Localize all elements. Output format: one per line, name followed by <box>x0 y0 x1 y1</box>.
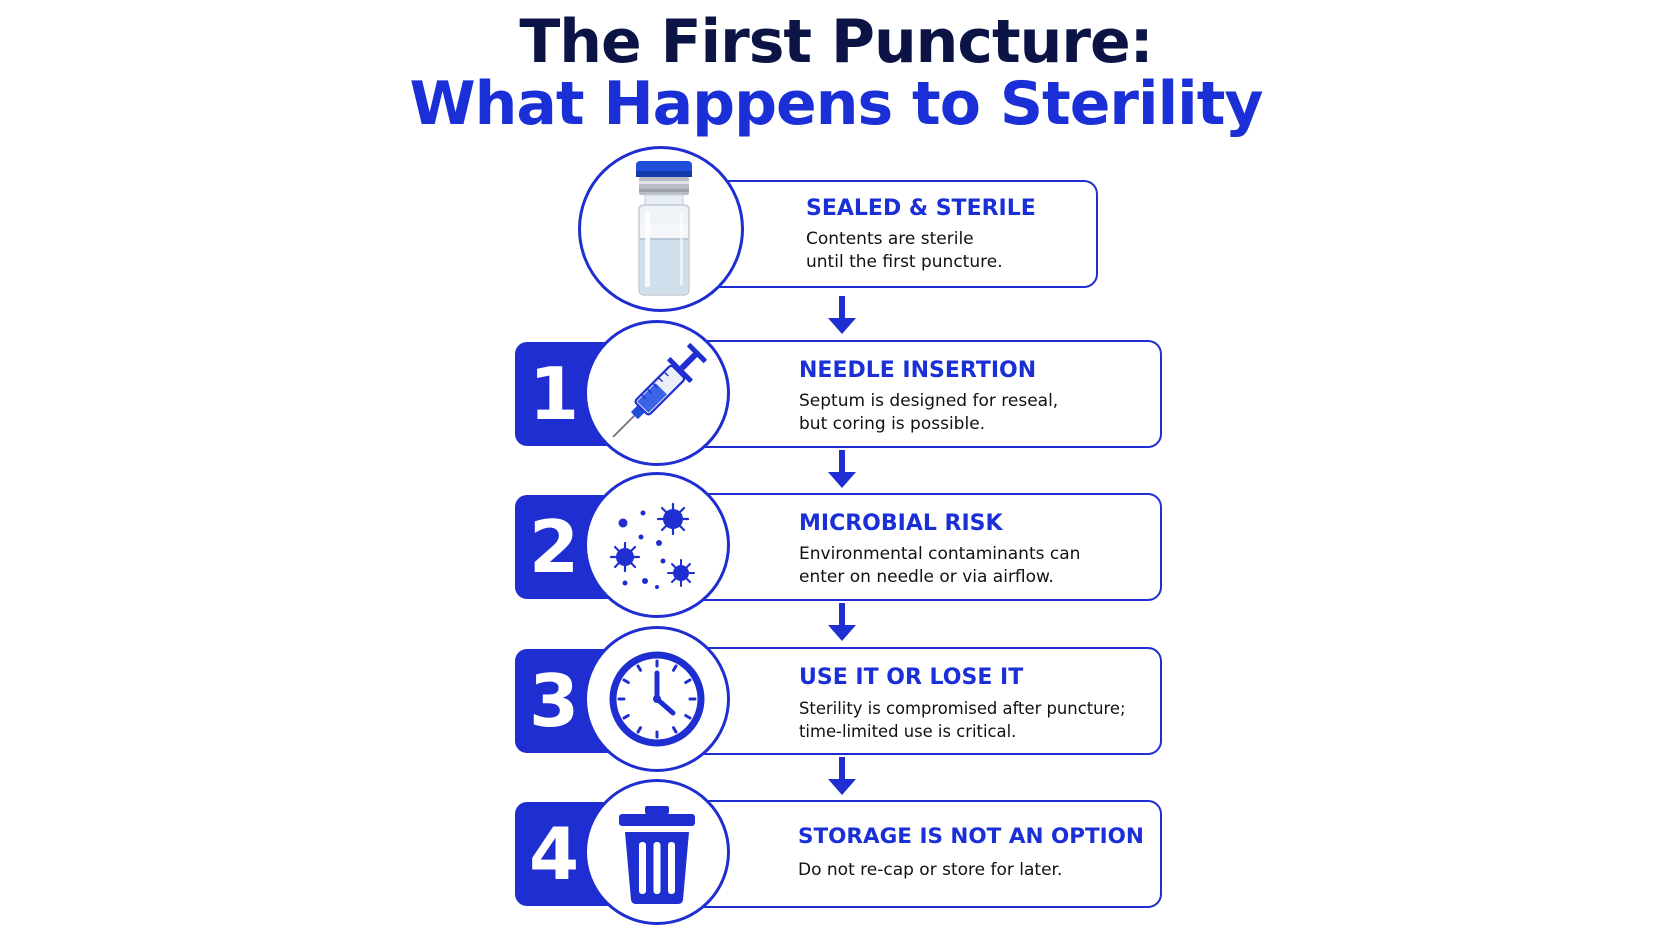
vial-icon <box>636 161 692 296</box>
step-heading: STORAGE IS NOT AN OPTION <box>798 824 1144 849</box>
step-card-use-it-or-lose-it: USE IT OR LOSE IT Sterility is compromis… <box>690 647 1162 755</box>
title-line-2: What Happens to Sterility <box>409 69 1263 139</box>
step-description: Contents are sterile until the first pun… <box>806 228 1003 274</box>
step-description: Environmental contaminants can enter on … <box>799 543 1080 589</box>
down-arrow-icon <box>828 450 856 490</box>
microbe-icon <box>609 502 695 589</box>
step-icon-circle <box>584 472 730 618</box>
step-icon-circle <box>584 626 730 772</box>
step-number-badge: 1 <box>515 342 625 446</box>
step-description-line: Septum is designed for reseal, <box>799 391 1059 411</box>
step-description-line: Environmental contaminants can <box>799 544 1081 564</box>
step-card-sealed: SEALED & STERILE Contents are sterile un… <box>690 180 1098 288</box>
syringe-icon <box>612 343 707 438</box>
step-description-line: Do not re-cap or store for later. <box>798 860 1063 880</box>
clock-icon <box>609 651 705 747</box>
down-arrow-icon <box>828 296 856 336</box>
step-description-line: time-limited use is critical. <box>799 722 1017 741</box>
step-icon-circle <box>584 320 730 466</box>
step-card-storage-not-option: STORAGE IS NOT AN OPTION Do not re-cap o… <box>690 800 1162 908</box>
step-description-line: until the first puncture. <box>806 252 1003 272</box>
trash-can-icon <box>619 806 695 904</box>
down-arrow-icon <box>828 603 856 643</box>
step-description: Sterility is compromised after puncture;… <box>799 697 1126 743</box>
down-arrow-icon <box>828 757 856 797</box>
step-icon-circle <box>578 146 744 312</box>
step-description: Do not re-cap or store for later. <box>798 859 1062 882</box>
step-heading: USE IT OR LOSE IT <box>799 665 1024 690</box>
step-heading: MICROBIAL RISK <box>799 511 1003 536</box>
step-description: Septum is designed for reseal, but corin… <box>799 390 1058 436</box>
step-description-line: Sterility is compromised after puncture; <box>799 699 1126 718</box>
step-description-line: Contents are sterile <box>806 229 974 249</box>
step-description-line: enter on needle or via airflow. <box>799 567 1054 587</box>
step-icon-circle <box>584 779 730 925</box>
step-description-line: but coring is possible. <box>799 414 986 434</box>
step-card-microbial-risk: MICROBIAL RISK Environmental contaminant… <box>690 493 1162 601</box>
step-card-needle-insertion: NEEDLE INSERTION Septum is designed for … <box>690 340 1162 448</box>
title-line-1: The First Puncture: <box>519 7 1153 77</box>
step-heading: SEALED & STERILE <box>806 196 1036 221</box>
step-heading: NEEDLE INSERTION <box>799 358 1037 383</box>
